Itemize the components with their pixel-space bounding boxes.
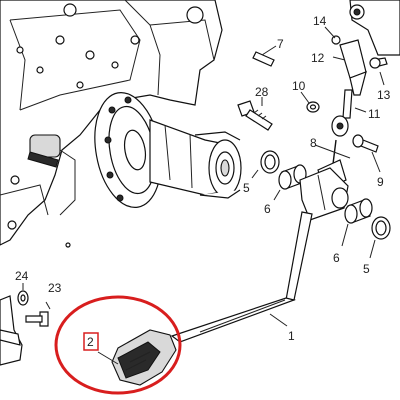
part-5-ring-upper: 5 — [243, 150, 280, 195]
part-9-pin: 9 — [352, 134, 384, 189]
part-label-24: 24 — [15, 269, 29, 283]
part-label-13: 13 — [377, 88, 391, 102]
part-10-washer: 10 — [292, 79, 320, 113]
part-label-2: 2 — [87, 335, 94, 349]
part-label-12: 12 — [311, 51, 325, 65]
part-2-label-box — [83, 332, 99, 351]
pedal-cross-shaft — [299, 167, 349, 221]
part-2-pedal-pad — [97, 329, 177, 386]
part-11-rod-end: 11 — [331, 89, 381, 137]
part-1-pedal-arm: 1 — [170, 211, 313, 343]
part-12-clevis — [339, 39, 367, 79]
part-label-14: 14 — [313, 14, 327, 28]
part-label-9: 9 — [377, 175, 384, 189]
axle-hub — [94, 92, 242, 208]
part-23-bolt: 23 — [25, 281, 62, 327]
part-label-23: 23 — [48, 281, 62, 295]
part-28-bolt: 28 — [237, 85, 273, 131]
part-label-28: 28 — [255, 85, 269, 99]
clevis-assembly: 14 12 13 — [311, 0, 400, 102]
part-label-6-upper: 6 — [264, 202, 271, 216]
mounting-bracket — [0, 295, 23, 366]
part-label-11: 11 — [368, 107, 381, 121]
part-label-5-lower: 5 — [363, 262, 370, 276]
part-7-pin: 7 — [252, 37, 284, 67]
part-label-8: 8 — [310, 136, 317, 150]
part-label-6-lower: 6 — [333, 251, 340, 265]
highlight-circle — [54, 295, 182, 395]
part-label-10: 10 — [292, 79, 306, 93]
part-14-washer — [331, 35, 341, 45]
part-label-5-upper: 5 — [243, 181, 250, 195]
part-24-washer: 24 — [15, 269, 29, 306]
part-6-bushing-lower: 6 — [333, 198, 373, 265]
part-5-ring-lower: 5 — [363, 216, 391, 276]
part-2-callout: 2 — [54, 295, 182, 395]
part-label-1: 1 — [288, 329, 295, 343]
part-label-7: 7 — [277, 37, 284, 51]
